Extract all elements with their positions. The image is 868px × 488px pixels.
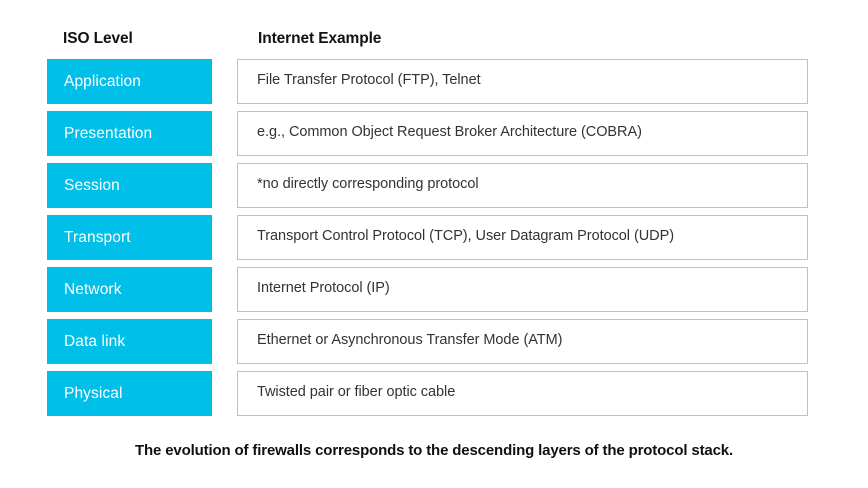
internet-example-label: e.g., Common Object Request Broker Archi… — [257, 124, 642, 140]
iso-level-label: Network — [64, 281, 122, 298]
internet-example-cell: Twisted pair or fiber optic cable — [237, 371, 808, 416]
internet-example-label: File Transfer Protocol (FTP), Telnet — [257, 72, 481, 88]
internet-example-label: *no directly corresponding protocol — [257, 176, 479, 192]
figure-caption: The evolution of firewalls corresponds t… — [134, 442, 734, 459]
column-header-iso-level: ISO Level — [63, 30, 133, 47]
internet-example-cell: Transport Control Protocol (TCP), User D… — [237, 215, 808, 260]
table-row: Physical Twisted pair or fiber optic cab… — [0, 371, 868, 416]
iso-level-cell: Physical — [47, 371, 212, 416]
iso-level-label: Transport — [64, 229, 131, 246]
internet-example-cell: File Transfer Protocol (FTP), Telnet — [237, 59, 808, 104]
iso-level-label: Application — [64, 73, 141, 90]
internet-example-label: Transport Control Protocol (TCP), User D… — [257, 228, 674, 244]
iso-level-label: Data link — [64, 333, 126, 350]
internet-example-cell: Ethernet or Asynchronous Transfer Mode (… — [237, 319, 808, 364]
table-row: Session *no directly corresponding proto… — [0, 163, 868, 208]
table-row: Presentation e.g., Common Object Request… — [0, 111, 868, 156]
column-header-row: ISO Level Internet Example — [0, 28, 868, 50]
column-header-internet-example: Internet Example — [258, 30, 382, 47]
internet-example-cell: Internet Protocol (IP) — [237, 267, 808, 312]
iso-level-cell: Session — [47, 163, 212, 208]
iso-level-cell: Transport — [47, 215, 212, 260]
table-row: Transport Transport Control Protocol (TC… — [0, 215, 868, 260]
iso-level-cell: Network — [47, 267, 212, 312]
internet-example-label: Ethernet or Asynchronous Transfer Mode (… — [257, 332, 563, 348]
iso-level-label: Presentation — [64, 125, 153, 142]
table-row: Network Internet Protocol (IP) — [0, 267, 868, 312]
table-body: Application File Transfer Protocol (FTP)… — [0, 59, 868, 416]
iso-level-cell: Presentation — [47, 111, 212, 156]
iso-level-label: Session — [64, 177, 120, 194]
iso-level-label: Physical — [64, 385, 123, 402]
internet-example-cell: *no directly corresponding protocol — [237, 163, 808, 208]
table-row: Application File Transfer Protocol (FTP)… — [0, 59, 868, 104]
table-row: Data link Ethernet or Asynchronous Trans… — [0, 319, 868, 364]
internet-example-label: Internet Protocol (IP) — [257, 280, 390, 296]
internet-example-label: Twisted pair or fiber optic cable — [257, 384, 456, 400]
internet-example-cell: e.g., Common Object Request Broker Archi… — [237, 111, 808, 156]
iso-level-cell: Data link — [47, 319, 212, 364]
iso-level-cell: Application — [47, 59, 212, 104]
